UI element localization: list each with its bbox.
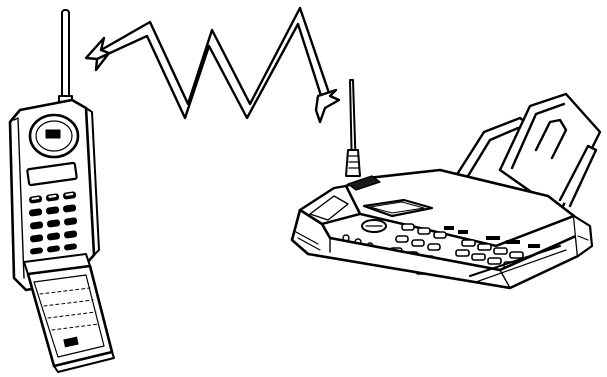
base-antenna [346,80,360,176]
radio-signal-arrow-icon [86,8,339,122]
handset-antenna [59,10,72,106]
fax-base-unit-icon [292,80,600,288]
earpiece [30,115,78,157]
